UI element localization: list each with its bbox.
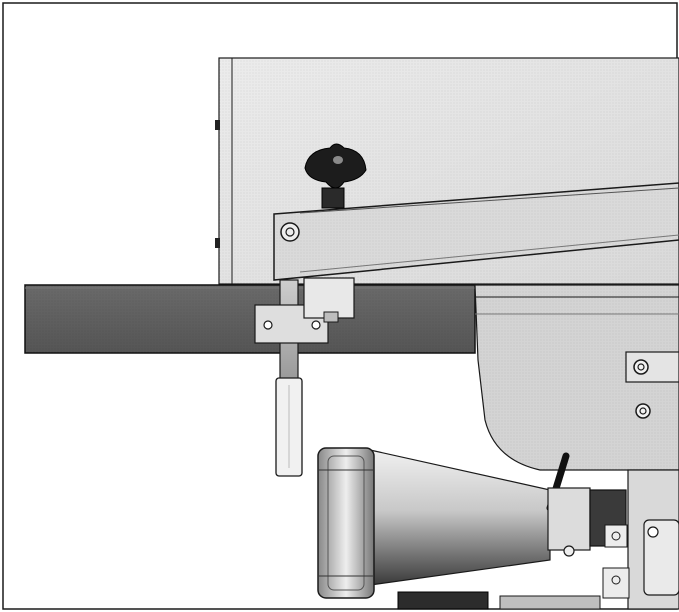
base-frame — [397, 469, 679, 610]
lower-chassis — [474, 284, 679, 471]
inclined-arm — [273, 182, 679, 281]
clamping-knob — [304, 143, 367, 209]
nozzle-adjuster — [546, 452, 627, 557]
horizontal-rail-beam — [24, 284, 476, 354]
conical-nozzle — [317, 447, 551, 599]
clamp-block — [254, 277, 355, 344]
pivot-screw — [280, 222, 300, 242]
